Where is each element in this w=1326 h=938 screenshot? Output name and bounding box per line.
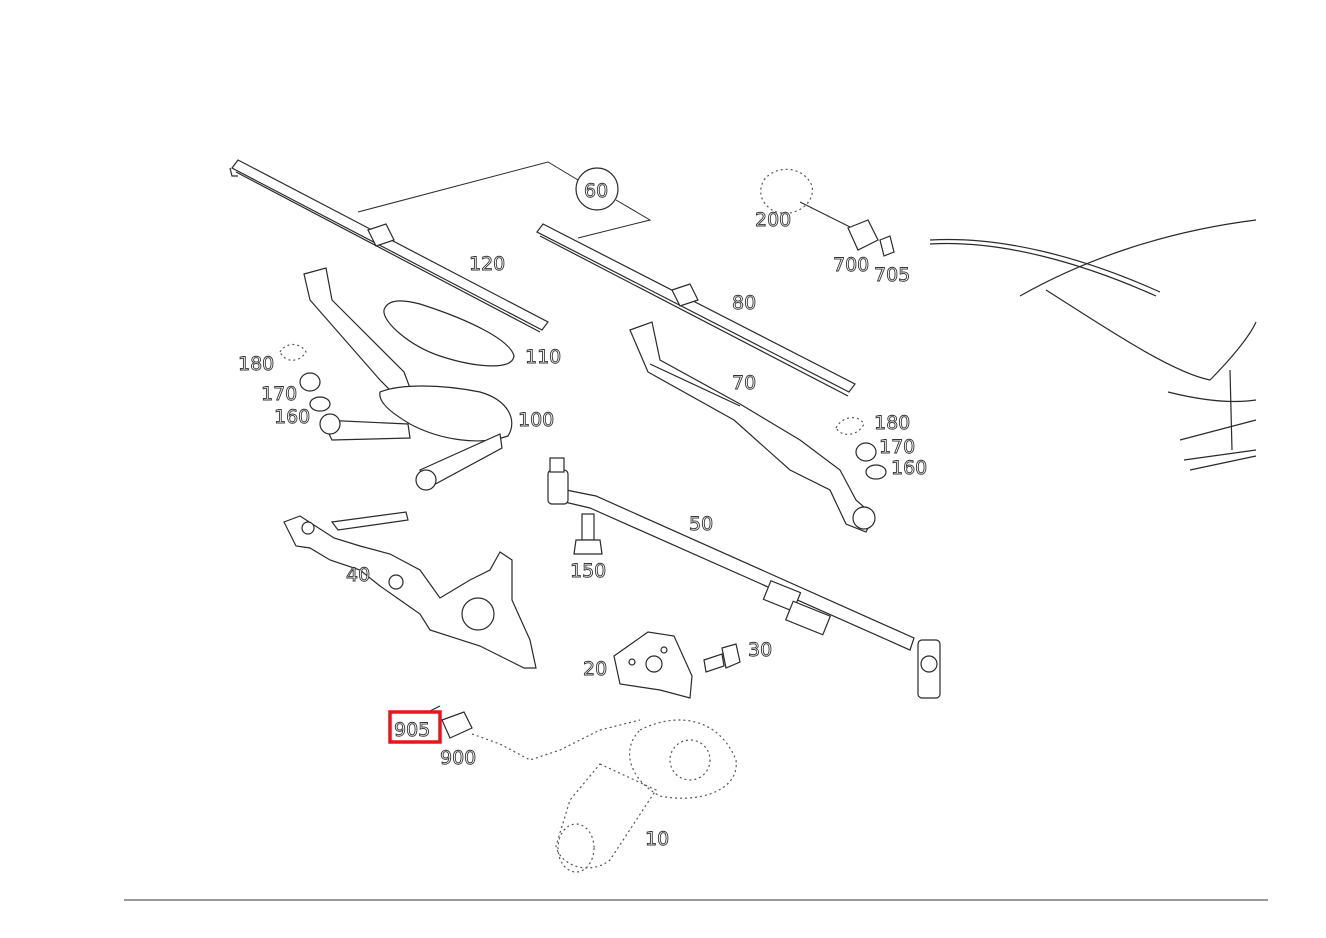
callout-10[interactable]: 10 [645,828,670,851]
wiper-motor[interactable] [555,719,737,873]
vehicle-windshield-outline [929,219,1257,471]
callout-60[interactable]: 60 [584,180,609,203]
motor-plate[interactable] [613,631,693,699]
callout-50[interactable]: 50 [689,513,714,536]
callout-200[interactable]: 200 [755,209,792,232]
callout-150[interactable]: 150 [570,560,607,583]
callout-40[interactable]: 40 [346,564,371,587]
wiper-blade-right[interactable] [536,223,856,397]
wiper-linkage[interactable] [547,457,941,699]
callout-30[interactable]: 30 [748,639,773,662]
callout-170-right[interactable]: 170 [879,436,916,459]
callout-70[interactable]: 70 [732,372,757,395]
wiper-arm-right[interactable] [629,321,887,533]
bolt-150[interactable] [573,513,603,555]
connector-900[interactable] [427,705,641,761]
callout-905[interactable]: 905 [394,719,431,742]
washer-nozzle[interactable] [760,168,895,257]
callout-180-right[interactable]: 180 [874,412,911,435]
callout-labels: 60 120 80 200 700 705 110 100 180 170 16… [238,180,928,851]
highlight-box-905 [388,710,442,744]
callout-170-left[interactable]: 170 [261,383,298,406]
callout-160-left[interactable]: 160 [274,406,311,429]
callout-900[interactable]: 900 [440,747,477,770]
callout-110[interactable]: 110 [525,346,562,369]
callout-20[interactable]: 20 [583,658,608,681]
blade-set-leaders [357,161,652,239]
bolt-30[interactable] [703,643,741,673]
callout-120[interactable]: 120 [469,253,506,276]
callout-705[interactable]: 705 [874,264,911,287]
callout-80[interactable]: 80 [732,292,757,315]
wiper-blade-left[interactable] [229,159,549,333]
set-circle [575,167,619,211]
callout-160-right[interactable]: 160 [891,457,928,480]
wiper-arm-left[interactable] [279,267,515,491]
callout-180-left[interactable]: 180 [238,353,275,376]
callout-700[interactable]: 700 [833,254,870,277]
mounting-bracket[interactable] [283,511,537,669]
callout-100[interactable]: 100 [518,409,555,432]
